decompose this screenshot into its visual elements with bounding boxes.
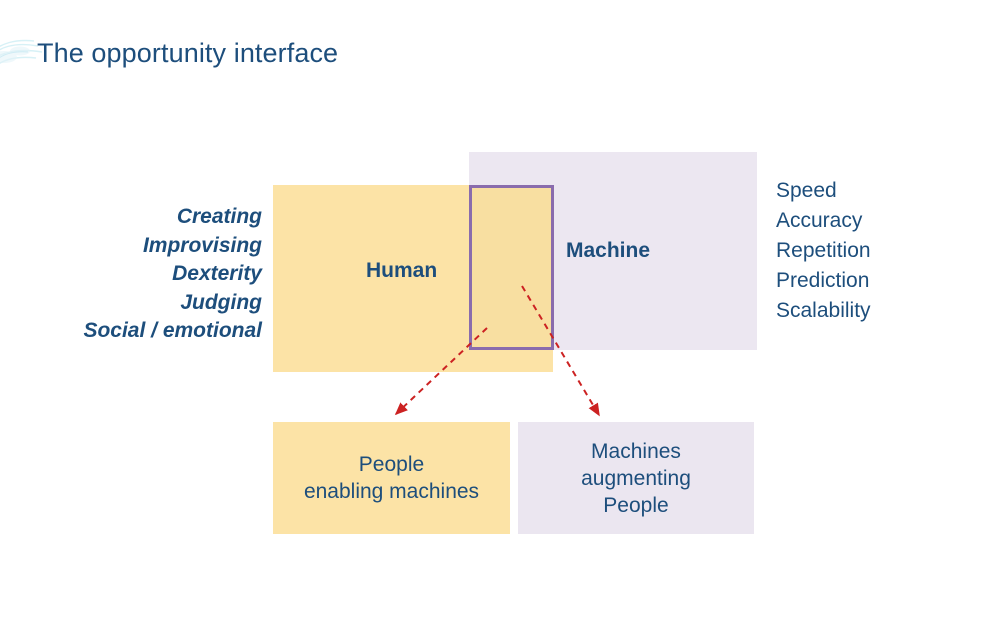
machine-traits-list: Speed Accuracy Repetition Prediction Sca… [776,176,871,326]
machine-trait-item: Accuracy [776,209,863,232]
machine-trait-item: Speed [776,179,837,202]
human-trait-item: Judging [180,290,262,314]
human-region-label: Human [366,259,438,282]
outcome-label: Machines augmenting People [581,439,691,517]
machine-trait-item: Repetition [776,239,871,262]
human-trait-item: Social / emotional [83,319,262,342]
human-traits-list: Creating Improvising Dexterity Judging S… [83,203,262,346]
human-trait-item: Dexterity [172,262,262,285]
machine-region-label: Machine [566,239,651,262]
machine-trait-item: Prediction [776,269,870,292]
machine-trait-item: Scalability [776,299,871,322]
human-trait-item: Improvising [142,233,262,257]
outcome-box-people-enabling-machines: People enabling machines [273,422,510,534]
outcome-label: People enabling machines [303,453,480,503]
outcome-box-machines-augmenting-people: Machines augmenting People [518,422,754,534]
human-machine-intersection-box [469,185,554,350]
human-trait-item: Creating [176,205,262,228]
page-title: The opportunity interface [37,38,339,68]
